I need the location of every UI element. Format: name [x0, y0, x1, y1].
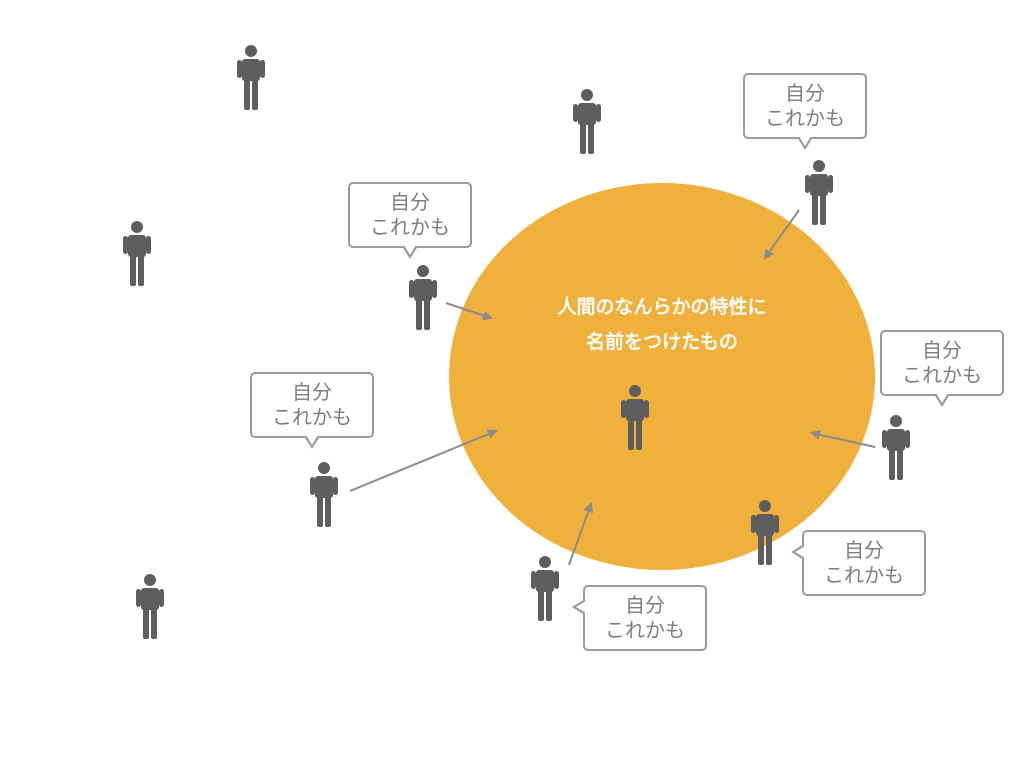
bubble-line2: これかも	[824, 563, 904, 587]
bubble-line2: これかも	[765, 106, 845, 130]
arrow-top-right	[763, 209, 800, 260]
bubble-line1: 自分	[844, 538, 884, 562]
person-icon	[572, 89, 602, 155]
person-icon	[804, 160, 834, 226]
person-icon	[135, 574, 165, 640]
speech-bubble: 自分 これかも	[743, 73, 867, 150]
bubble-line1: 自分	[625, 593, 665, 617]
person-icon	[236, 45, 266, 111]
bubble-line1: 自分	[922, 338, 962, 362]
person-icon	[881, 415, 911, 481]
bubble-line1: 自分	[292, 380, 332, 404]
circle-label-line2: 名前をつけたもの	[585, 331, 738, 353]
bubble-line2: これかも	[370, 215, 450, 239]
bubble-line2: これかも	[272, 405, 352, 429]
arrow-right	[810, 429, 876, 448]
person-icon	[309, 462, 339, 528]
speech-bubble: 自分 これかも	[572, 585, 707, 651]
speech-bubble: 自分 これかも	[791, 530, 926, 596]
speech-bubble: 自分 これかも	[348, 182, 472, 259]
person-icon	[122, 221, 152, 287]
trait-circle	[449, 183, 875, 570]
arrow-bottom	[568, 502, 593, 566]
person-icon	[620, 385, 650, 451]
arrow-upper-left	[445, 302, 493, 321]
bubble-line2: これかも	[902, 363, 982, 387]
bubble-line1: 自分	[785, 81, 825, 105]
person-icon	[408, 265, 438, 331]
circle-label-line1: 人間のなんらかの特性に	[557, 296, 767, 318]
speech-bubble: 自分 これかも	[250, 372, 374, 449]
person-icon	[750, 500, 780, 566]
bubble-line2: これかも	[605, 618, 685, 642]
arrow-left	[349, 429, 498, 492]
person-icon	[530, 556, 560, 622]
speech-bubble: 自分 これかも	[880, 330, 1004, 407]
bubble-line1: 自分	[390, 190, 430, 214]
